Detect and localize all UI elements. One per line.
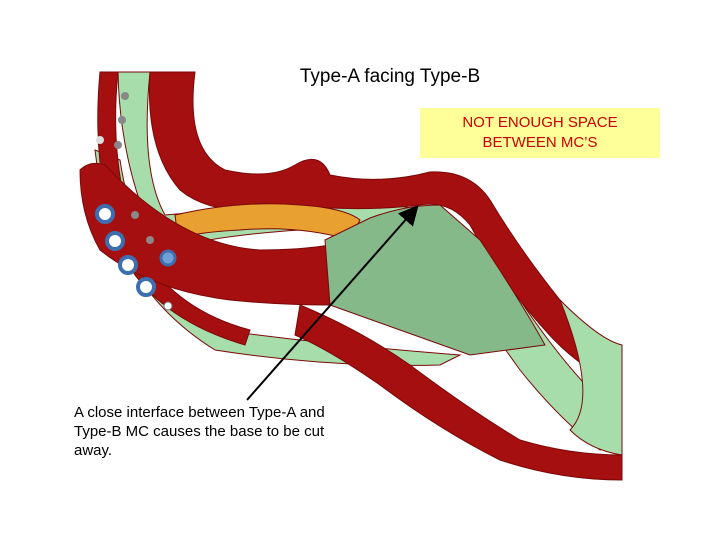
callout-line-2: BETWEEN MC’S	[482, 134, 598, 151]
hole-5	[146, 236, 154, 244]
callout-line-1: NOT ENOUGH SPACE	[462, 114, 618, 131]
fastener-ring-3	[118, 255, 138, 275]
hole-4	[131, 211, 139, 219]
fastener-ring-5	[159, 249, 177, 267]
fastener-ring-4	[136, 277, 156, 297]
hole-2	[118, 116, 126, 124]
hole-6	[96, 136, 104, 144]
hole-7	[163, 301, 173, 311]
callout-box: NOT ENOUGH SPACE BETWEEN MC’S	[420, 108, 660, 158]
fastener-ring-1	[95, 204, 115, 224]
hole-3	[114, 141, 122, 149]
fastener-ring-2	[105, 231, 125, 251]
note-text: A close interface between Type-A and Typ…	[74, 404, 325, 459]
right-green-sliver	[559, 299, 623, 456]
hole-1	[121, 92, 129, 100]
slide-title: Type-A facing Type-B	[299, 66, 481, 87]
